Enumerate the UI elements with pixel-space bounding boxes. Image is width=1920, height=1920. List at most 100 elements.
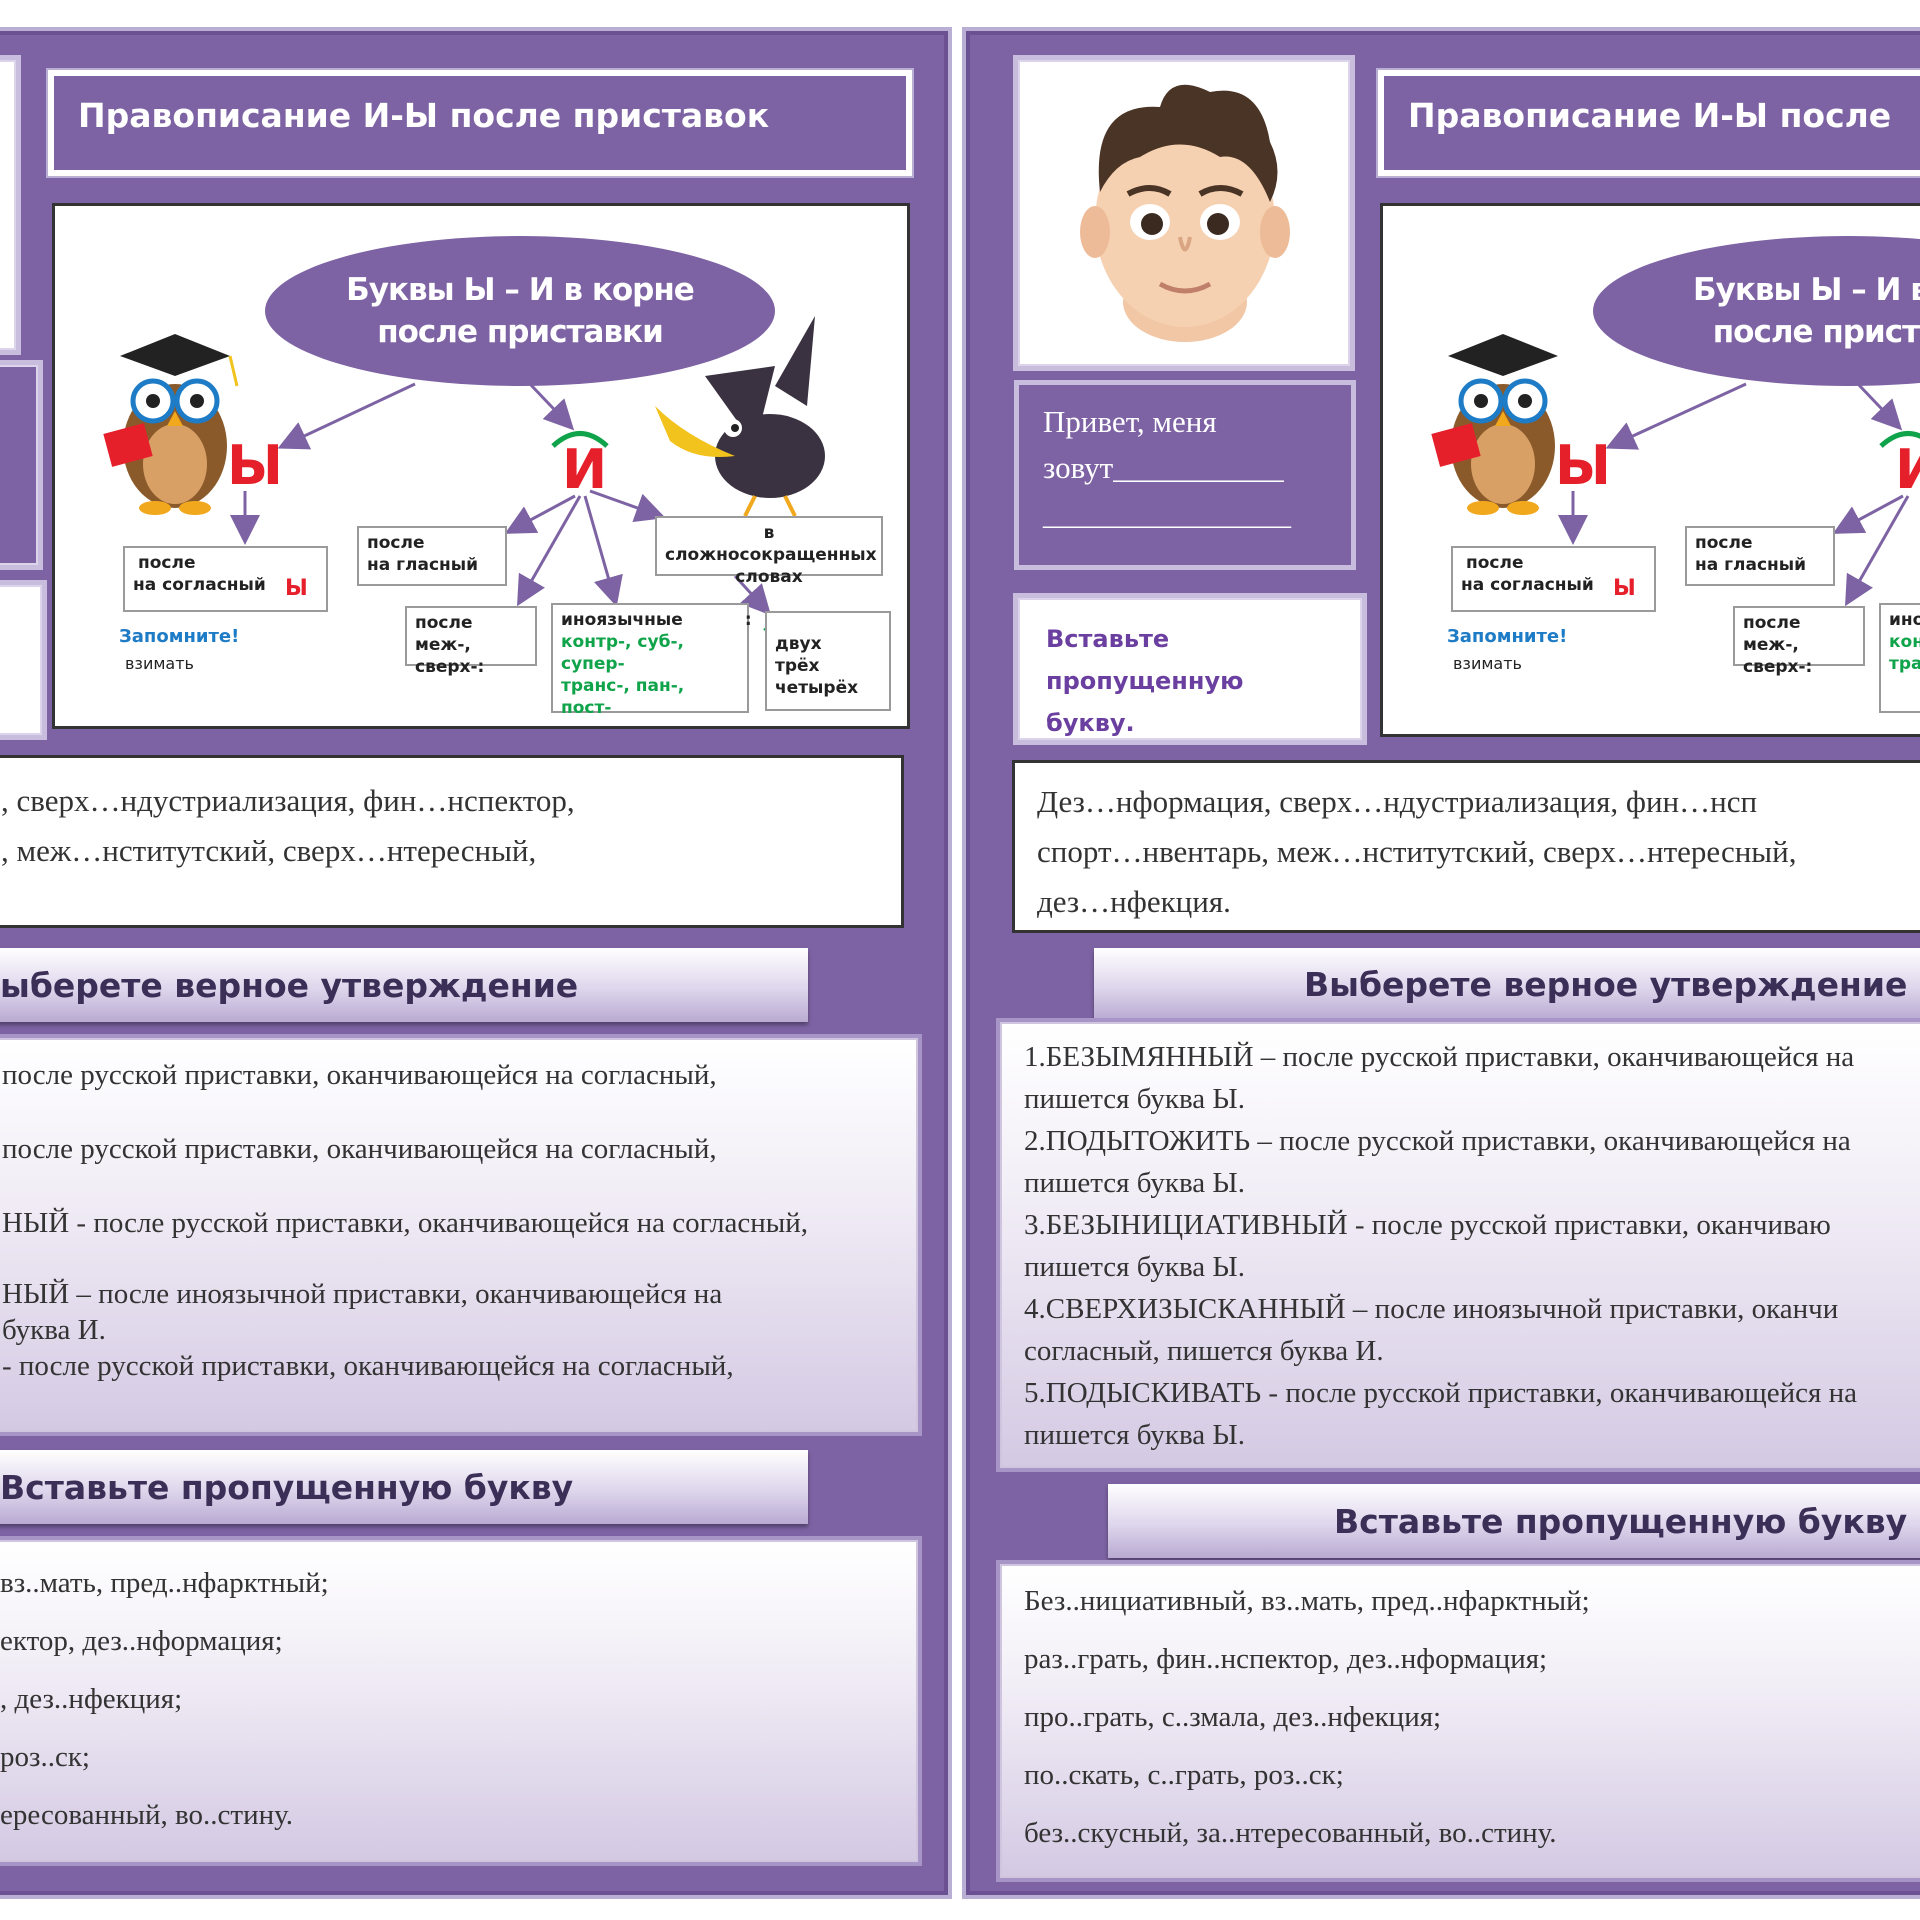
page-title-right: Правописание И-Ы после — [1376, 68, 1920, 178]
box-after-vowel-line1: после — [367, 533, 425, 553]
choose-heading-left-text: ыберете верное утверждение — [0, 965, 579, 1005]
statement-right-5b: пишется буква Ы. — [1024, 1419, 1245, 1451]
statements-box-left: после русской приставки, оканчивающейся … — [0, 1038, 918, 1432]
box-after-consonant-right: после на согласный Ы — [1451, 546, 1656, 612]
statement-left-3: НЫЙ - после русской приставки, оканчиваю… — [2, 1207, 808, 1239]
side-task-line-2: пропущенную — [1046, 667, 1244, 695]
box-foreign-prefixes-right: ино конт тран — [1879, 603, 1920, 713]
greeting-box: Привет, меня зовут___________ __________… — [1014, 380, 1356, 570]
statement-right-4a: 4.СВЕРХИЗЫСКАННЫЙ – после иноязычной при… — [1024, 1293, 1839, 1325]
insert-heading-right-text: Вставьте пропущенную букву — [1334, 1501, 1908, 1541]
box-compound-line1: в сложносокращенных — [665, 523, 877, 565]
box-mezh-line1: после — [415, 613, 473, 633]
box-after-vowel: после на гласный — [357, 526, 507, 586]
box-after-consonant-right-line1: после — [1466, 553, 1524, 573]
statement-right-3b: пишется буква Ы. — [1024, 1251, 1245, 1283]
statement-right-1a: 1.БЕЗЫМЯННЫЙ – после русской приставки, … — [1024, 1041, 1855, 1073]
crow-illustration — [655, 316, 825, 517]
side-task-line-3: букву. — [1046, 709, 1135, 737]
box-foreign-line3: транс-, пан-, пост- — [561, 676, 685, 718]
statement-right-2b: пишется буква Ы. — [1024, 1167, 1245, 1199]
statement-left-1: после русской приставки, оканчивающейся … — [2, 1059, 717, 1091]
page-title: Правописание И-Ы после приставок — [46, 68, 914, 178]
oval-line-1: Буквы Ы – И в корне — [346, 272, 695, 308]
insert-right-5: без..скусный, за..нтересованный, во..сти… — [1024, 1817, 1557, 1849]
exercise-right-line1: Дез…нформация, сверх…ндустриализация, фи… — [1037, 784, 1758, 819]
box-mezh-right-line1: после — [1743, 613, 1801, 633]
left-edge-photo-frame — [0, 60, 16, 350]
insert-left-1: вз..мать, пред..нфарктный; — [0, 1567, 329, 1599]
insert-heading-right: Вставьте пропущенную букву — [1108, 1484, 1920, 1558]
choose-heading-left: ыберете верное утверждение — [0, 948, 808, 1022]
box-after-mezh: после меж-, сверх-: — [405, 606, 537, 677]
statement-right-3a: 3.БЕЗЫНИЦИАТИВНЫЙ - после русской приста… — [1024, 1209, 1831, 1241]
insert-left-2: ектор, дез..нформация; — [0, 1625, 283, 1657]
greeting-line-2: зовут___________ — [1043, 450, 1284, 485]
exercise-box-right: Дез…нформация, сверх…ндустриализация, фи… — [1012, 760, 1920, 933]
box-numbers-line3: четырёх — [775, 678, 859, 698]
box-mezh-right-line2: меж-, сверх-: — [1743, 635, 1813, 677]
insert-box-left: вз..мать, пред..нфарктный; ектор, дез..н… — [0, 1540, 918, 1862]
statement-left-4: НЫЙ – после иноязычной приставки, оканчи… — [2, 1278, 723, 1310]
exercise-right-line3: дез…нфекция. — [1037, 884, 1231, 919]
box-foreign-right-line2: конт — [1889, 632, 1920, 652]
rule-diagram-right: Буквы Ы – И в к после приста Ы И после н… — [1380, 203, 1920, 737]
remember-word-right: взимать — [1453, 654, 1522, 673]
greeting-line-3: ________________ — [1043, 496, 1291, 531]
greeting-line-1: Привет, меня — [1043, 404, 1217, 439]
insert-right-2: раз..грать, фин..нспектор, дез..нформаци… — [1024, 1643, 1548, 1675]
exercise-right-line2: спорт…нвентарь, меж…нститутский, сверх…н… — [1037, 834, 1797, 869]
box-after-vowel-right: после на гласный — [1685, 526, 1835, 586]
choose-heading-right: Выберете верное утверждение — [1094, 948, 1920, 1020]
remember-label-right: Запомните! — [1447, 626, 1568, 647]
oval-right-line-2: после приста — [1712, 314, 1920, 350]
insert-left-5: ересованный, во..стину. — [0, 1799, 293, 1831]
box-mezh-line2: меж-, сверх-: — [415, 635, 485, 677]
box-foreign-right-line3: тран — [1889, 654, 1920, 674]
diagram-arrows — [103, 316, 872, 633]
box-after-consonant-y: Ы — [285, 576, 308, 601]
insert-right-3: про..грать, с..змала, дез..нфекция; — [1024, 1701, 1442, 1733]
owl-illustration-right — [1431, 334, 1558, 515]
statement-right-5a: 5.ПОДЫСКИВАТЬ - после русской приставки,… — [1024, 1377, 1857, 1409]
insert-heading-left: Вставьте пропущенную букву — [0, 1450, 808, 1524]
insert-right-1: Без..нициативный, вз..мать, пред..нфаркт… — [1024, 1585, 1590, 1617]
letter-i-right: И — [1895, 438, 1920, 501]
page-title-text: Правописание И-Ы после приставок — [78, 96, 770, 135]
left-edge-greeting-frame — [0, 365, 38, 565]
box-after-consonant-line1: после — [138, 553, 196, 573]
box-compound-words: в сложносокращенных словах — [655, 516, 883, 587]
avatar-boy-icon — [1080, 84, 1290, 342]
statement-left-2: после русской приставки, оканчивающейся … — [2, 1133, 717, 1165]
exercise-left-line2: , меж…нститутский, сверх…нтересный, — [1, 833, 537, 868]
box-numbers-line2: трёх — [775, 656, 820, 676]
box-after-consonant-right-y: Ы — [1613, 576, 1636, 601]
oval-line-2: после приставки — [377, 314, 664, 350]
exercise-left-line1: , сверх…ндустриализация, фин…нспектор, — [1, 783, 575, 818]
box-foreign-line1: иноязычные — [561, 610, 683, 630]
box-after-vowel-right-line1: после — [1695, 533, 1753, 553]
page-title-right-text: Правописание И-Ы после — [1408, 96, 1892, 135]
rule-diagram: Буквы Ы – И в корне после приставки Ы И … — [52, 203, 910, 729]
statement-right-1b: пишется буква Ы. — [1024, 1083, 1245, 1115]
box-numbers: двух трёх четырёх — [765, 611, 891, 711]
side-task-box: Вставьте пропущенную букву. — [1018, 598, 1362, 740]
statement-right-4b: согласный, пишется буква И. — [1024, 1335, 1384, 1367]
box-foreign-prefixes: иноязычные: контр-, суб-, супер- транс-,… — [551, 603, 752, 718]
side-task-line-1: Вставьте — [1046, 625, 1170, 653]
oval-right-line-1: Буквы Ы – И в к — [1693, 272, 1920, 308]
insert-right-4: по..скать, с..грать, роз..ск; — [1024, 1759, 1344, 1791]
letter-y: Ы — [227, 434, 283, 497]
letter-i: И — [562, 438, 608, 501]
avatar-frame — [1018, 60, 1350, 366]
box-foreign-colon: : — [744, 610, 752, 630]
statement-right-2a: 2.ПОДЫТОЖИТЬ – после русской приставки, … — [1024, 1125, 1851, 1157]
statements-box-right: 1.БЕЗЫМЯННЫЙ – после русской приставки, … — [1000, 1022, 1920, 1468]
exercise-box-left: , сверх…ндустриализация, фин…нспектор, ,… — [0, 755, 904, 928]
insert-box-right: Без..нициативный, вз..мать, пред..нфаркт… — [1000, 1564, 1920, 1878]
insert-heading-left-text: Вставьте пропущенную букву — [0, 1467, 574, 1507]
choose-heading-right-text: Выберете верное утверждение — [1304, 964, 1908, 1004]
statement-left-5: - после русской приставки, оканчивающейс… — [2, 1350, 734, 1382]
insert-left-3: , дез..нфекция; — [0, 1683, 183, 1715]
diagram-oval: Буквы Ы – И в корне после приставки — [265, 236, 775, 386]
